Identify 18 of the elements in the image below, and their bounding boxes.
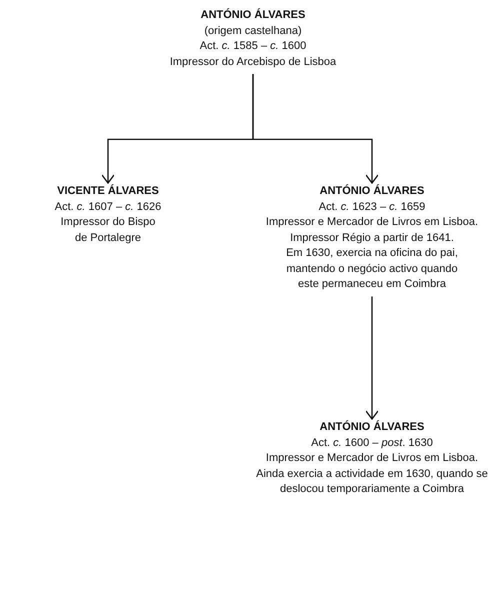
description-text: Act. c. 1607 – c. 1626 — [54, 200, 162, 214]
description-text: Impressor Régio a partir de 1641. — [289, 230, 455, 246]
description-text: Impressor e Mercador de Livros em Lisboa. — [264, 215, 480, 230]
description-text: Act. c. 1623 – c. 1659 — [318, 200, 426, 214]
description-text: Impressor e Mercador de Livros em Lisboa. — [264, 451, 480, 466]
description-text: Em 1630, exercia na oficina do pai, mantendo o negócio activo quando este permaneceu em Coimbra — [285, 246, 459, 292]
description-text: Act. c. 1585 – c. 1600 — [198, 39, 308, 54]
description-text: Impressor do Bispo de Portalegre — [60, 215, 156, 246]
name-heading: ANTÓNIO ÁLVARES — [200, 8, 306, 23]
name-heading: ANTÓNIO ÁLVARES — [318, 184, 426, 199]
description-text: Impressor do Arcebispo de Lisboa — [168, 54, 338, 70]
description-text: Ainda exercia a actividade em 1630, quando se deslocou temporariamente a Coimbra — [255, 466, 489, 497]
name-heading: VICENTE ÁLVARES — [56, 184, 160, 199]
description-text: (origem castelhana) — [203, 24, 303, 38]
arrow — [252, 74, 379, 184]
description-text: Act. c. 1600 – post. 1630 — [310, 436, 434, 450]
arrow — [365, 296, 379, 420]
name-heading: ANTÓNIO ÁLVARES — [318, 420, 426, 435]
